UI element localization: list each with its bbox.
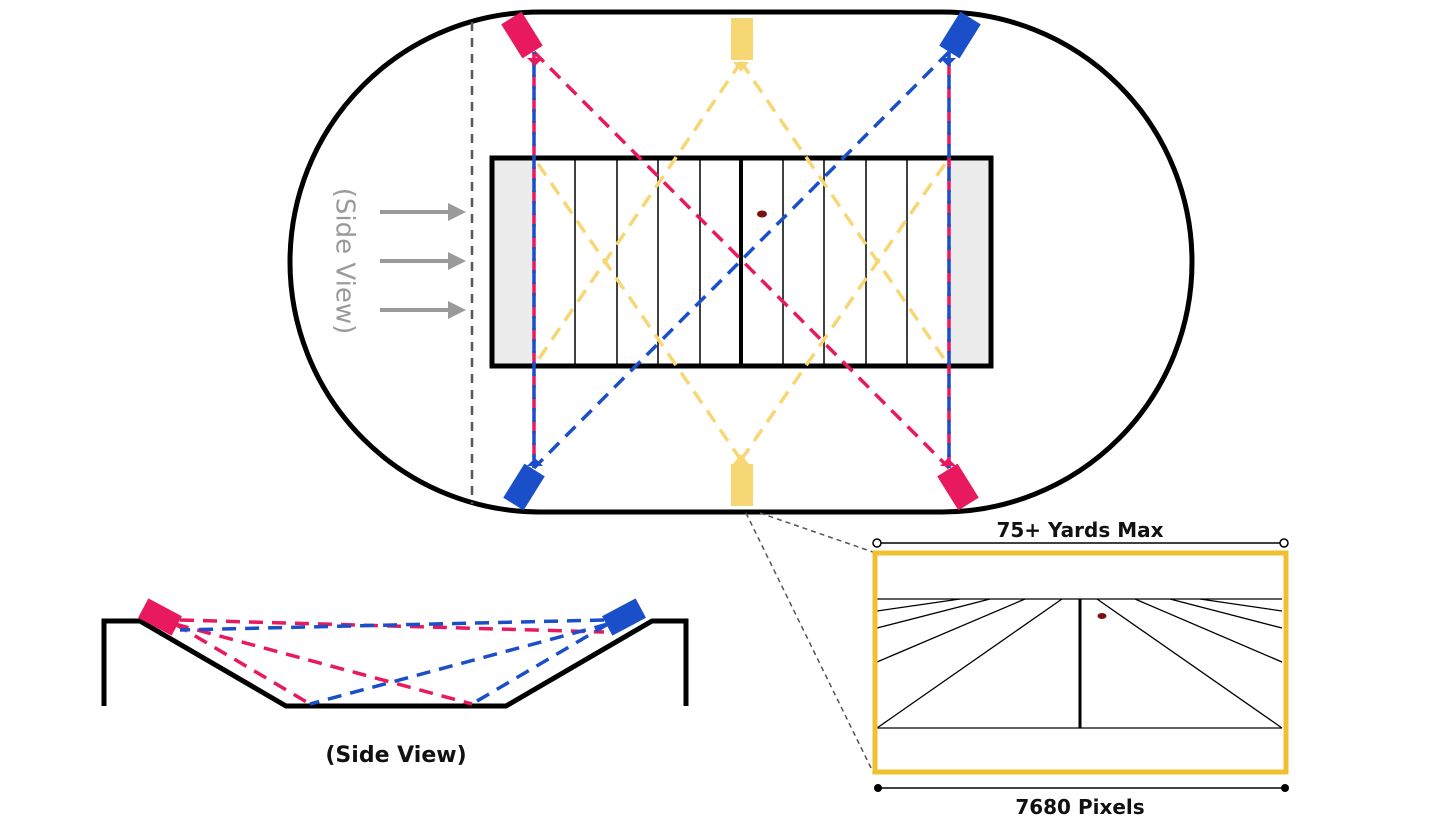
camera-yellow-top [731,18,753,72]
arrow-icon [380,203,466,221]
camera-frame-inset: 75+ Yards Max 7680 Pixels [872,518,1289,819]
side-view-arrows [380,203,466,319]
width-yards-label: 75+ Yards Max [996,518,1163,542]
yellow-camera-cones [532,61,951,461]
camera-frame-border [872,550,1289,775]
end-zone-left [492,158,534,366]
side-pink-camera-cones [174,618,605,706]
pixels-dimension-end [1281,784,1289,792]
blue-camera-cones [532,50,951,470]
camera-pink-top-left [501,11,543,66]
arrow-icon [380,252,466,270]
side-view-bottom-label: (Side View) [325,743,466,768]
width-pixels-label: 7680 Pixels [1015,795,1144,819]
pixels-dimension-end [874,784,882,792]
stadium-profile [101,618,689,709]
frame-football [1097,613,1107,619]
stadium-top-view: (Side View) [287,9,1195,515]
zoom-connector-lines [745,512,874,773]
camera-pink-bottom-right [937,458,979,511]
side-blue-camera-cones [179,618,609,706]
camera-blue-top-right [939,11,981,66]
side-view-rotated-label: (Side View) [330,188,360,334]
side-camera-blue [602,598,646,636]
yards-dimension-end [872,538,882,548]
yards-dimension-end [1279,538,1289,548]
stadium-outline [287,9,1195,515]
football [757,210,767,218]
camera-blue-bottom-left [503,458,545,511]
camera-yellow-bottom [731,454,753,506]
side-view-cross-section: (Side View) [101,598,689,768]
football-field [489,155,994,369]
field-outline [489,155,994,369]
side-camera-pink [138,598,182,636]
arrow-icon [380,301,466,319]
end-zone-right [949,158,991,366]
